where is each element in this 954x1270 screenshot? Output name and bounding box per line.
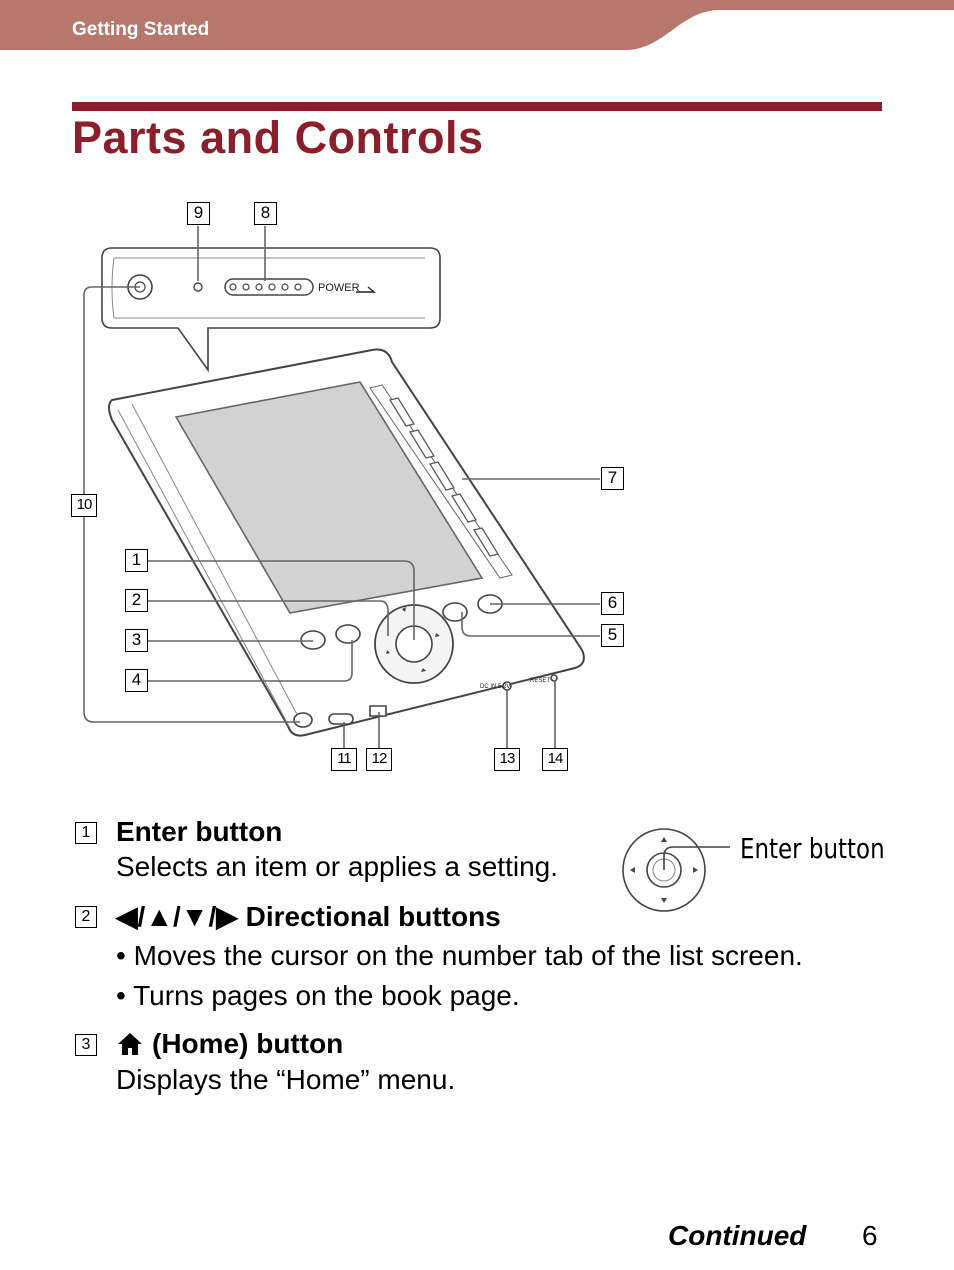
callout-8: 8 [254, 202, 277, 225]
item-title-directional: ◀/▲/▼/▶ Directional buttons [116, 900, 501, 933]
title-rule [72, 102, 882, 111]
home-title-text: (Home) button [152, 1028, 344, 1059]
home-icon [118, 1033, 142, 1055]
bullet-cursor: • Moves the cursor on the number tab of … [116, 940, 803, 971]
callout-1: 1 [125, 549, 148, 572]
continued-label: Continued [668, 1220, 807, 1251]
bullet-turn-pages: • Turns pages on the book page. [116, 980, 520, 1011]
reset-label: RESET [530, 678, 550, 684]
item-title-enter: Enter button [116, 816, 283, 847]
item-number-3: 3 [75, 1034, 97, 1056]
callout-2: 2 [125, 589, 148, 612]
item-number-2: 2 [75, 906, 97, 928]
enter-button-diagram [622, 828, 730, 912]
callout-6: 6 [601, 592, 624, 615]
item-number-1: 1 [75, 822, 97, 844]
callout-11: 11 [331, 748, 357, 771]
page-title: Parts and Controls [72, 112, 484, 163]
callout-13: 13 [494, 748, 520, 771]
item-text-home: Displays the “Home” menu. [116, 1064, 456, 1095]
power-label: POWER [318, 282, 360, 294]
callout-14: 14 [542, 748, 568, 771]
directional-bullets: • Moves the cursor on the number tab of … [116, 936, 803, 1016]
section-header: Getting Started [72, 19, 210, 40]
dc-in-label: DC IN 5.2V [480, 684, 510, 690]
callout-9: 9 [187, 202, 210, 225]
callout-12: 12 [366, 748, 392, 771]
device-diagram: POWER RESET DC IN 5.2V [83, 226, 600, 748]
header-band [0, 0, 954, 50]
page-number: 6 [862, 1220, 878, 1251]
item-title-home: (Home) button [116, 1028, 343, 1060]
callout-7: 7 [601, 467, 624, 490]
enter-button-label: Enter button [740, 832, 885, 865]
callout-3: 3 [125, 629, 148, 652]
directional-arrows: ◀/▲/▼/▶ [116, 901, 238, 932]
callout-10: 10 [71, 494, 97, 517]
directional-title-text: Directional buttons [245, 901, 501, 932]
callout-5: 5 [601, 624, 624, 647]
callout-4: 4 [125, 669, 148, 692]
item-text-enter: Selects an item or applies a setting. [116, 851, 559, 882]
